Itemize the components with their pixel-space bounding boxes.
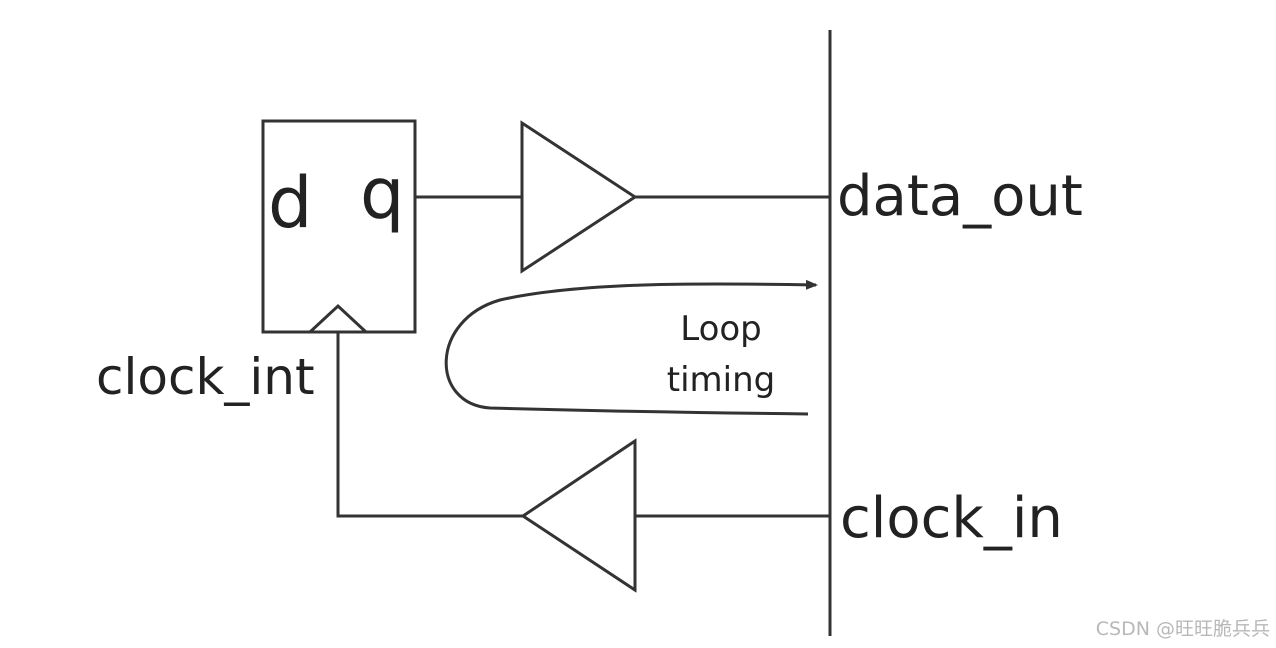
internal-clock-wire <box>336 332 523 518</box>
watermark-text: CSDN @旺旺脆兵兵 <box>1096 618 1270 640</box>
loop-timing-arrow <box>444 279 818 416</box>
output-buffer <box>520 120 638 274</box>
clock-int-label: clock_int <box>96 348 315 406</box>
input-buffer <box>520 438 637 593</box>
data-out-label: data_out <box>837 164 1083 229</box>
q-pin-label: q <box>360 153 404 235</box>
timing-label: timing <box>667 360 775 400</box>
d-pin-label: d <box>268 162 312 244</box>
loop-label: Loop <box>680 309 762 349</box>
clock-in-label: clock_in <box>840 486 1063 551</box>
